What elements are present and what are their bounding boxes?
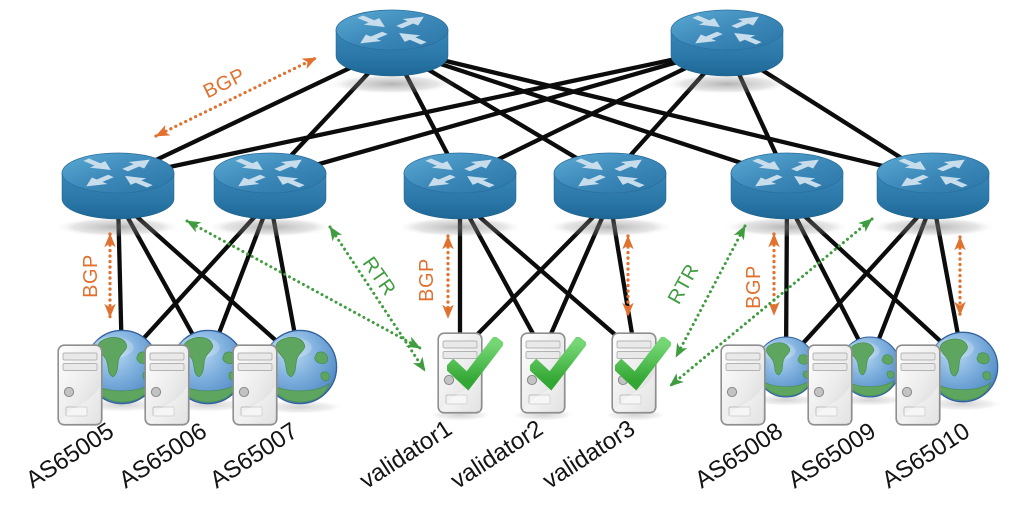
node-label: AS65010 bbox=[877, 417, 975, 493]
shadow bbox=[546, 217, 674, 237]
node-label: AS65008 bbox=[690, 417, 788, 493]
as-server-icon bbox=[895, 344, 941, 426]
spine-router-icon bbox=[335, 9, 449, 77]
bgp-label: BGP bbox=[200, 64, 249, 103]
shadow bbox=[256, 400, 344, 414]
shadow bbox=[663, 74, 791, 94]
as-server-icon bbox=[720, 344, 766, 426]
link-line bbox=[115, 45, 730, 181]
shadow bbox=[923, 397, 1003, 411]
node-labels: AS65005 AS65006 AS65007 validator1 valid… bbox=[21, 415, 975, 494]
spine-router-icon bbox=[670, 9, 784, 77]
bgp-label: BGP bbox=[416, 258, 438, 302]
node-label: validator2 bbox=[446, 415, 548, 494]
as-server-icon bbox=[807, 344, 853, 426]
node-label: AS65005 bbox=[21, 417, 119, 493]
router-shadows bbox=[54, 74, 997, 237]
shadow bbox=[54, 217, 182, 237]
leaf-router-icon bbox=[876, 152, 990, 220]
leaf-router-icon bbox=[553, 152, 667, 220]
node-label: AS65007 bbox=[205, 417, 303, 493]
bgp-label: BGP bbox=[743, 265, 765, 309]
node-label: AS65006 bbox=[114, 417, 212, 493]
leaf-router-icon bbox=[213, 152, 327, 220]
shadow bbox=[869, 217, 997, 237]
as-server-icon bbox=[144, 344, 190, 426]
leaf-router-icon bbox=[730, 152, 844, 220]
rtr-session-arrows bbox=[185, 217, 874, 388]
leaf-router-icon bbox=[61, 152, 175, 220]
link-line bbox=[389, 45, 936, 181]
leaf-router-icon bbox=[403, 152, 517, 220]
shadow bbox=[328, 74, 456, 94]
shadow bbox=[750, 394, 822, 406]
shadow bbox=[206, 217, 334, 237]
shadow bbox=[396, 217, 524, 237]
as-server-icon bbox=[232, 344, 278, 426]
node-label: AS65009 bbox=[783, 417, 881, 493]
bgp-session-arrow bbox=[154, 56, 318, 138]
rtr-label: RTR bbox=[358, 253, 400, 300]
bgp-label: BGP bbox=[80, 254, 102, 298]
shadow bbox=[723, 217, 851, 237]
node-label: validator3 bbox=[538, 415, 640, 494]
as-server-icon bbox=[57, 344, 103, 426]
rtr-label: RTR bbox=[664, 260, 704, 308]
rtr-session-arrow bbox=[328, 225, 427, 373]
link-line bbox=[389, 45, 790, 181]
node-label: validator1 bbox=[355, 415, 457, 494]
rtr-session-arrow bbox=[668, 217, 874, 388]
